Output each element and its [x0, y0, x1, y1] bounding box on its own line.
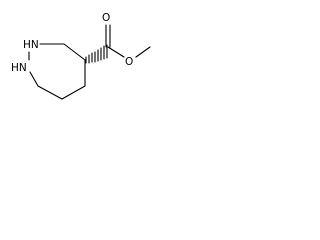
molecule-structure: HN HN O O: [11, 12, 151, 100]
atom-label-o-carbonyl: O: [102, 12, 110, 24]
atom-label-n1: HN: [23, 39, 39, 51]
atom-label-n2: HN: [11, 62, 27, 74]
bond-c6-c5: [37, 85, 63, 100]
bond-c-o-ester: [107, 46, 125, 58]
bond-o-methyl: [135, 46, 151, 58]
bond-n2-c6: [29, 71, 39, 87]
bond-c5-c4: [61, 85, 86, 100]
hashed-stereo-bond: [85, 44, 108, 64]
bond-c3-ring-top: [63, 43, 86, 61]
atom-label-o-ester: O: [125, 56, 133, 68]
